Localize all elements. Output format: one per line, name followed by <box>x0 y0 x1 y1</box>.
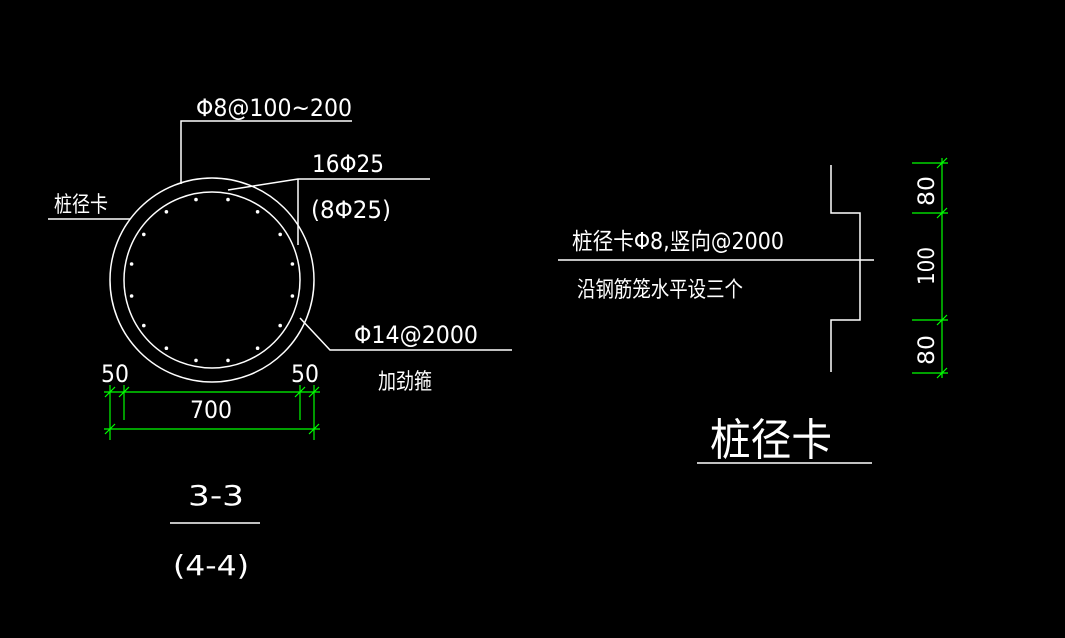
stirrup-leader-line <box>180 120 352 184</box>
stirrup-label: Φ8@100~200 <box>196 94 352 122</box>
rebar-dot <box>142 232 146 237</box>
rebar-dot <box>255 346 260 351</box>
rebar-dot <box>194 358 198 363</box>
rebar-dot <box>164 210 169 214</box>
dim-tick <box>104 423 116 435</box>
rebar-dots <box>129 197 295 363</box>
main-bar-label: 16Φ25 <box>312 150 384 178</box>
dim-tick <box>294 386 306 398</box>
pile-cage-circle <box>123 191 301 369</box>
dim-tick <box>308 423 320 435</box>
stiffener-bar-label: Φ14@2000 <box>354 321 478 349</box>
rebar-dot <box>290 294 295 298</box>
rebar-dot <box>226 197 230 202</box>
dim-tick <box>104 386 116 398</box>
dim-tick <box>936 207 948 219</box>
detail-labels: 桩径卡Φ8,竖向@2000 沿钢筋笼水平设三个 桩径卡 80 100 80 <box>572 176 940 466</box>
detail-title: 桩径卡 <box>710 415 832 466</box>
dim-tick <box>936 367 948 379</box>
section-dimensions <box>104 385 320 440</box>
stiffener-leader-line <box>299 317 512 351</box>
rebar-dot <box>226 358 230 363</box>
section-title: 3-3 <box>188 479 244 512</box>
dim-tick <box>936 314 948 326</box>
main-bar-alt-label: (8Φ25) <box>311 196 391 224</box>
dim-diameter-text: 700 <box>190 396 232 424</box>
rebar-dot <box>278 232 283 237</box>
pile-clip-label: 桩径卡 <box>54 193 108 218</box>
detail-note-line2: 沿钢筋笼水平设三个 <box>577 278 743 303</box>
rebar-dot <box>255 210 260 214</box>
rebar-dot <box>194 197 198 202</box>
dim-tick <box>308 386 320 398</box>
pile-section-labels: Φ8@100~200 16Φ25 (8Φ25) 桩径卡 Φ14@2000 加劲箍… <box>54 94 478 582</box>
section-dimension-text: 50 50 700 <box>101 360 319 424</box>
rebar-dot <box>142 323 146 328</box>
rebar-dot <box>129 262 134 266</box>
pile-outer-circle <box>109 177 315 383</box>
dim-left-cover-text: 50 <box>101 360 129 388</box>
dim-tick <box>936 157 948 169</box>
rebar-dot <box>129 294 134 298</box>
rebar-dot <box>290 262 295 266</box>
rebar-dot <box>278 323 283 328</box>
pile-section-3-3 <box>48 120 512 524</box>
detail-dim-middle-text: 100 <box>915 247 940 285</box>
pile-clip-profile <box>830 165 861 372</box>
detail-dimensions <box>912 157 948 379</box>
stiffener-ring-label: 加劲箍 <box>378 370 432 395</box>
detail-dim-top-text: 80 <box>915 176 940 206</box>
dim-tick <box>118 386 130 398</box>
section-subtitle: (4-4) <box>173 549 249 582</box>
rebar-dot <box>164 346 169 351</box>
detail-note-line1: 桩径卡Φ8,竖向@2000 <box>572 229 784 255</box>
detail-dim-bottom-text: 80 <box>915 335 940 365</box>
pile-clip-detail <box>558 165 874 464</box>
dim-right-cover-text: 50 <box>291 360 319 388</box>
